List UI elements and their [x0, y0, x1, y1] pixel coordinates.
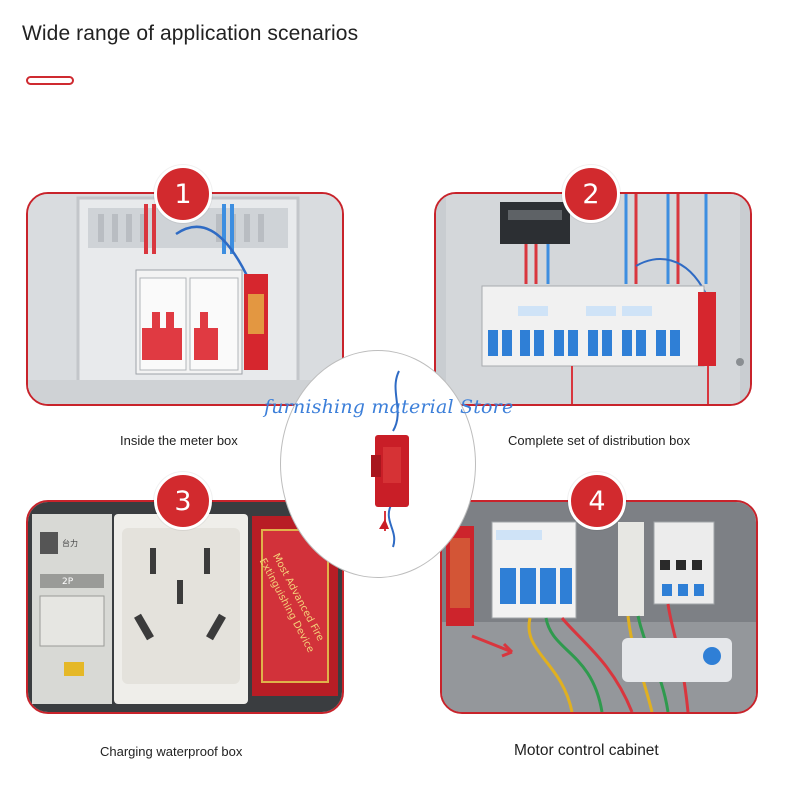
meter-box-photo [28, 194, 342, 404]
product-circle [280, 350, 476, 578]
scenario-caption-2: Complete set of distribution box [508, 433, 691, 448]
store-watermark: furnishing material Store [264, 396, 514, 418]
scenario-badge-3: 3 [154, 472, 212, 530]
page-title: Wide range of application scenarios [22, 22, 359, 45]
scenario-badge-1: 1 [154, 165, 212, 223]
scenario-card-2 [434, 192, 752, 406]
title-accent-bar [26, 76, 74, 85]
scenario-caption-3: Charging waterproof box [100, 744, 243, 759]
scenario-card-4 [440, 500, 758, 714]
socket-rating-label: 2P [62, 577, 74, 587]
scenario-card-3: 台力 2P Most Advanced Fire Extinguishing D… [26, 500, 344, 714]
product-device-image [371, 370, 409, 548]
scenario-badge-4: 4 [568, 472, 626, 530]
scenario-caption-1: Inside the meter box [120, 433, 238, 448]
scenario-card-1 [26, 192, 344, 406]
scenario-caption-4: Motor control cabinet [514, 742, 659, 759]
motor-cabinet-photo [442, 502, 756, 712]
scenario-badge-2: 2 [562, 165, 620, 223]
distribution-box-photo [436, 194, 750, 404]
charging-box-photo: 台力 2P Most Advanced Fire Extinguishing D… [28, 502, 342, 712]
svg-text:台力: 台力 [62, 538, 78, 548]
